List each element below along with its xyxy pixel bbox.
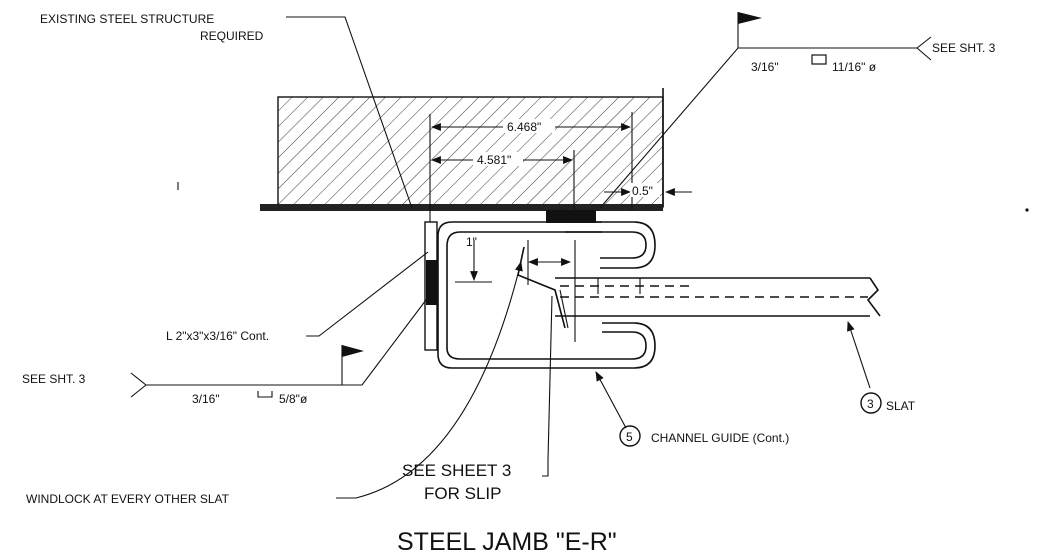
- slat: [555, 277, 881, 317]
- see-sheet3-line2: FOR SLIP: [424, 484, 501, 503]
- dim-1-label: 1": [466, 235, 477, 249]
- existing-steel-callout: EXISTING STEEL STRUCTURE REQUIRED: [40, 12, 413, 209]
- steel-angle: [424, 221, 438, 351]
- channel-guide-callout: 5 CHANNEL GUIDE (Cont.): [595, 371, 789, 447]
- windlock: [517, 240, 576, 342]
- weld-flag-top: [738, 12, 762, 24]
- weld-left-size: 3/16": [192, 392, 220, 406]
- weld-symbol-left: SEE SHT. 3 3/16" 5/8"ø: [22, 291, 433, 406]
- existing-steel-structure: [260, 88, 664, 211]
- weld-left-dia: 5/8"ø: [279, 392, 308, 406]
- weld-top-size: 3/16": [751, 60, 779, 74]
- angle-callout: L 2"x3"x3/16" Cont.: [166, 251, 429, 343]
- channel-guide: [437, 221, 656, 369]
- dim-4581-label: 4.581": [477, 153, 511, 167]
- windlock-label: WINDLOCK AT EVERY OTHER SLAT: [26, 492, 230, 506]
- slat-callout: 3 SLAT: [847, 321, 916, 414]
- stray-mark: [1025, 208, 1029, 212]
- angle-label: L 2"x3"x3/16" Cont.: [166, 329, 269, 343]
- weld-flag-left: [342, 345, 364, 357]
- dimension-6468: 6.468": [429, 112, 633, 242]
- dimension-4581: 4.581": [431, 150, 575, 212]
- weld-plate: [546, 210, 596, 223]
- dim-05-label: 0.5": [632, 184, 653, 198]
- see-sheet-3-callout: SEE SHEET 3 FOR SLIP: [402, 295, 553, 503]
- slat-number: 3: [867, 397, 874, 411]
- weld-top-dia: 11/16" ø: [832, 60, 877, 74]
- windlock-callout: WINDLOCK AT EVERY OTHER SLAT: [26, 261, 523, 506]
- existing-steel-label-line2: REQUIRED: [200, 29, 264, 43]
- slat-label: SLAT: [886, 399, 916, 413]
- drawing-title: STEEL JAMB "E-R": [397, 528, 617, 556]
- dimension-1in: 1": [455, 235, 492, 283]
- channel-number: 5: [626, 430, 633, 444]
- dimension-05: 0.5": [604, 183, 692, 198]
- see-sheet3-line1: SEE SHEET 3: [402, 461, 511, 480]
- see-sht3-left: SEE SHT. 3: [22, 372, 86, 386]
- dim-6468-label: 6.468": [507, 120, 541, 134]
- see-sht3-top: SEE SHT. 3: [932, 41, 996, 55]
- existing-steel-label-line1: EXISTING STEEL STRUCTURE: [40, 12, 214, 26]
- channel-label: CHANNEL GUIDE (Cont.): [651, 431, 789, 445]
- weld-symbol-top: 3/16" 11/16" ø SEE SHT. 3: [599, 12, 996, 209]
